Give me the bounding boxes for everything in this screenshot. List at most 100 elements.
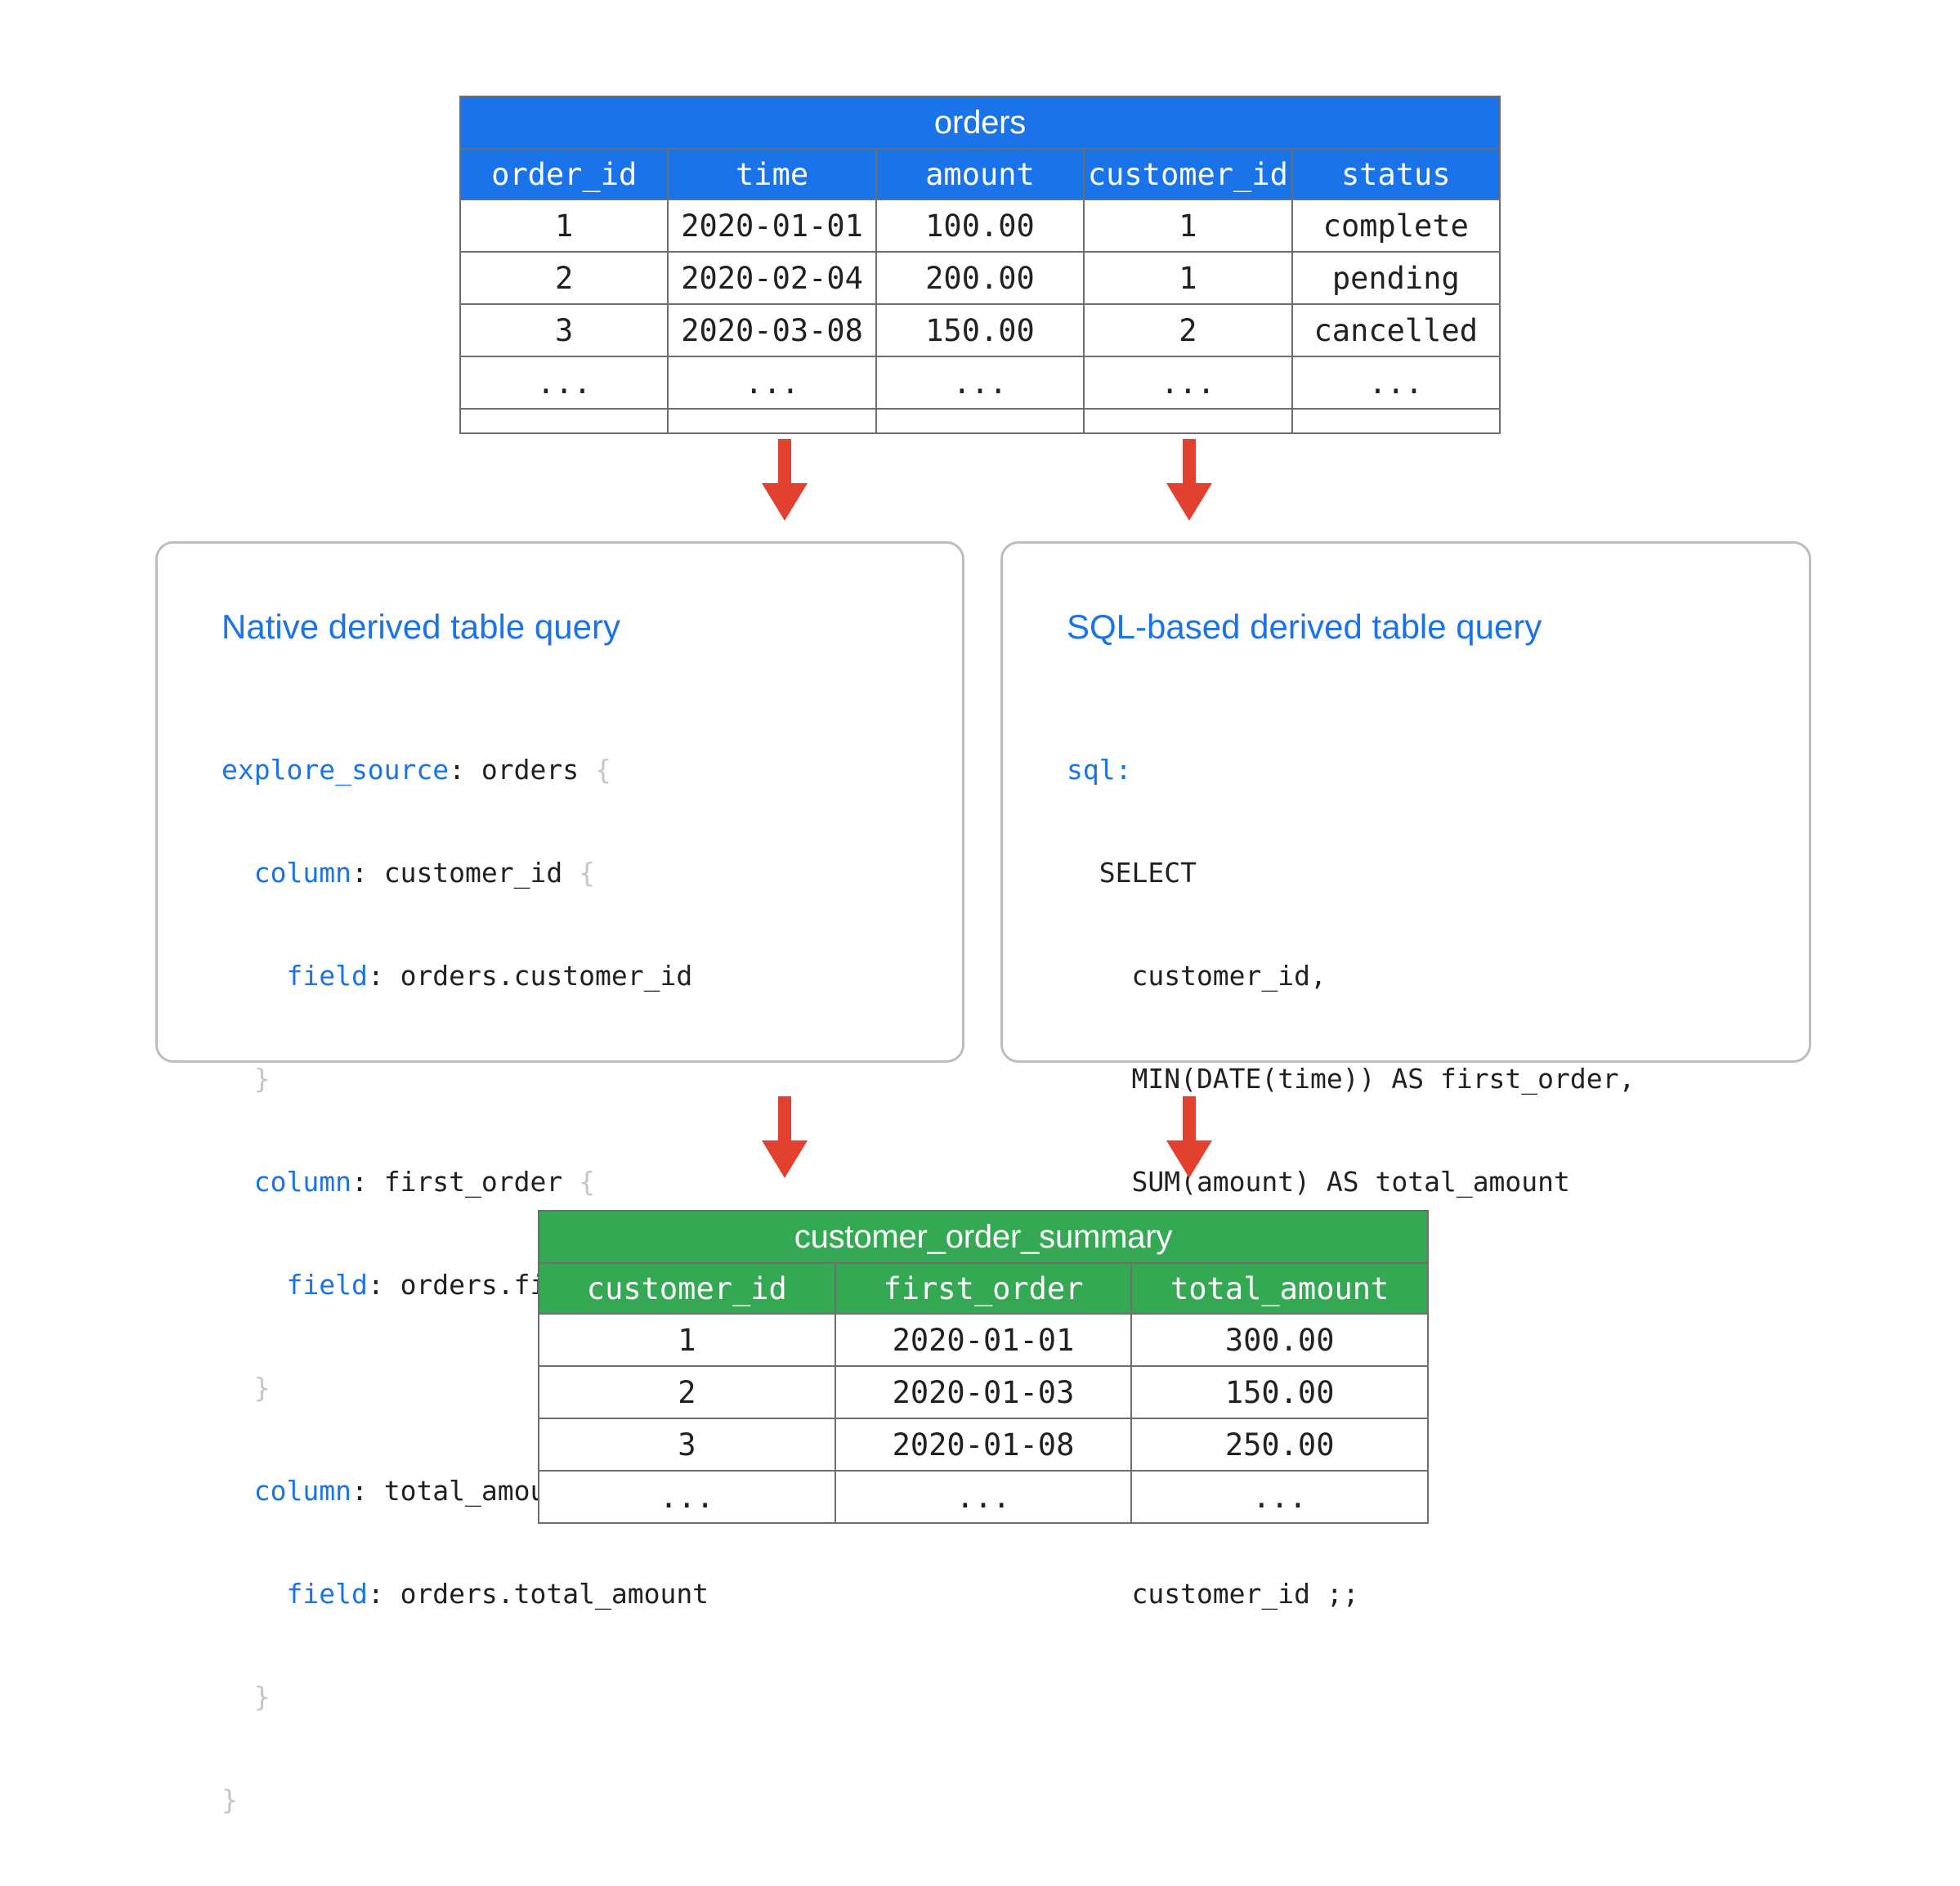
code-line: }	[222, 1371, 709, 1405]
orders-cell: pending	[1291, 251, 1501, 305]
summary-cell: 3	[538, 1418, 836, 1472]
code-token-value: : orders	[449, 754, 595, 786]
code-line: MIN(DATE(time)) AS first_order,	[1067, 1062, 1635, 1096]
sql-derived-table-card: SQL-based derived table query sql: SELEC…	[1000, 541, 1811, 1610]
orders-table: orders order_id time amount customer_id …	[459, 96, 1501, 434]
orders-cell: 2	[1083, 303, 1293, 357]
orders-cell: 2020-01-01	[667, 199, 877, 253]
orders-cell	[875, 408, 1085, 434]
code-token-value: : orders.total_amount	[367, 1578, 709, 1610]
orders-table-header-row: order_id time amount customer_id status	[459, 148, 1501, 200]
table-row: 2 2020-01-03 150.00	[538, 1365, 1429, 1419]
code-token-indent	[222, 1475, 254, 1507]
summary-cell: 150.00	[1130, 1365, 1429, 1419]
code-token-keyword: column	[253, 1166, 351, 1198]
code-token-value: SELECT	[1067, 857, 1197, 889]
summary-table-header-row: customer_id first_order total_amount	[538, 1262, 1429, 1315]
orders-cell: 2020-03-08	[667, 303, 877, 357]
summary-table-body: customer_order_summary customer_id first…	[538, 1210, 1429, 1524]
table-row-ellipsis: ... ... ... ... ...	[459, 356, 1501, 410]
orders-cell: ...	[875, 356, 1085, 410]
code-line: column: customer_id {	[222, 856, 709, 890]
code-token-value: MIN(DATE(time)) AS first_order,	[1067, 1063, 1636, 1095]
orders-table-title-row: orders	[459, 96, 1501, 150]
native-card-title: Native derived table query	[222, 607, 620, 646]
orders-cell: 150.00	[875, 303, 1085, 357]
code-token-value: : first_order	[351, 1166, 579, 1198]
code-token-value: : orders.customer_id	[367, 960, 693, 992]
orders-column-header-status: status	[1291, 148, 1501, 200]
code-line: field: orders.customer_id	[222, 959, 709, 993]
code-token-brace: }	[253, 1681, 271, 1713]
table-row: 2 2020-02-04 200.00 1 pending	[459, 251, 1501, 305]
orders-cell: ...	[1291, 356, 1501, 410]
table-row: 1 2020-01-01 100.00 1 complete	[459, 199, 1501, 253]
summary-table-title-row: customer_order_summary	[538, 1210, 1429, 1264]
code-line: sql:	[1067, 753, 1635, 787]
code-token-keyword: sql:	[1067, 754, 1132, 786]
code-token-keyword: field	[286, 1578, 368, 1610]
code-token-indent	[222, 960, 286, 992]
summary-cell: 1	[538, 1313, 836, 1367]
code-line: field: orders.total_amount	[222, 1577, 709, 1611]
summary-cell: 2020-01-01	[834, 1313, 1133, 1367]
summary-table-title: customer_order_summary	[538, 1210, 1429, 1264]
code-line: column: first_order {	[222, 1165, 709, 1199]
orders-cell: 3	[459, 303, 669, 357]
arrow-sql-to-summary-icon	[1166, 1096, 1212, 1178]
code-token-value: customer_id,	[1067, 960, 1327, 992]
code-line: customer_id ;;	[1067, 1577, 1635, 1611]
summary-cell: 2	[538, 1365, 836, 1419]
code-token-brace: }	[222, 1784, 238, 1816]
summary-cell: 250.00	[1130, 1418, 1429, 1472]
summary-column-header-first-order: first_order	[834, 1262, 1133, 1315]
sql-card-title: SQL-based derived table query	[1067, 607, 1542, 646]
code-line: }	[222, 1680, 709, 1714]
code-line: explore_source: orders {	[222, 753, 709, 787]
code-line: }	[222, 1062, 709, 1096]
code-token-indent	[222, 1063, 254, 1095]
code-token-indent	[222, 1372, 254, 1404]
summary-column-header-total-amount: total_amount	[1130, 1262, 1429, 1315]
orders-column-header-amount: amount	[875, 148, 1085, 200]
code-token-keyword: column	[253, 1475, 351, 1507]
orders-cell: 1	[1083, 251, 1293, 305]
summary-cell: 300.00	[1130, 1313, 1429, 1367]
orders-cell: cancelled	[1291, 303, 1501, 357]
summary-column-header-customer-id: customer_id	[538, 1262, 836, 1315]
orders-table-title: orders	[459, 96, 1501, 150]
code-token-keyword: column	[253, 857, 351, 889]
code-token-keyword: field	[286, 960, 368, 992]
summary-cell: ...	[538, 1470, 836, 1524]
orders-cell: 1	[459, 199, 669, 253]
arrow-orders-to-native-icon	[762, 439, 808, 521]
table-row-truncated	[459, 408, 1501, 434]
native-derived-table-card: Native derived table query explore_sourc…	[155, 541, 964, 1816]
summary-cell: 2020-01-03	[834, 1365, 1133, 1419]
orders-cell: ...	[667, 356, 877, 410]
sql-code-block: sql: SELECT customer_id, MIN(DATE(time))…	[1067, 684, 1635, 1680]
summary-cell: ...	[834, 1470, 1133, 1524]
orders-column-header-order-id: order_id	[459, 148, 669, 200]
orders-cell	[1291, 408, 1501, 434]
table-row: 3 2020-01-08 250.00	[538, 1418, 1429, 1472]
code-token-value: customer_id ;;	[1067, 1578, 1359, 1610]
orders-cell: complete	[1291, 199, 1501, 253]
code-line: }	[222, 1783, 709, 1817]
arrow-native-to-summary-icon	[762, 1096, 808, 1178]
orders-cell: 1	[1083, 199, 1293, 253]
diagram-canvas: orders order_id time amount customer_id …	[155, 96, 1811, 1816]
orders-cell: ...	[1083, 356, 1293, 410]
code-line: SUM(amount) AS total_amount	[1067, 1165, 1635, 1199]
arrow-orders-to-sql-icon	[1166, 439, 1212, 521]
orders-cell	[1083, 408, 1293, 434]
table-row-ellipsis: ... ... ...	[538, 1470, 1429, 1524]
orders-cell: 200.00	[875, 251, 1085, 305]
orders-cell: 2	[459, 251, 669, 305]
summary-cell: 2020-01-08	[834, 1418, 1133, 1472]
customer-order-summary-table: customer_order_summary customer_id first…	[538, 1210, 1429, 1524]
code-token-brace: {	[579, 857, 595, 889]
code-token-indent	[222, 857, 254, 889]
orders-cell: 2020-02-04	[667, 251, 877, 305]
code-token-brace: }	[253, 1063, 271, 1095]
